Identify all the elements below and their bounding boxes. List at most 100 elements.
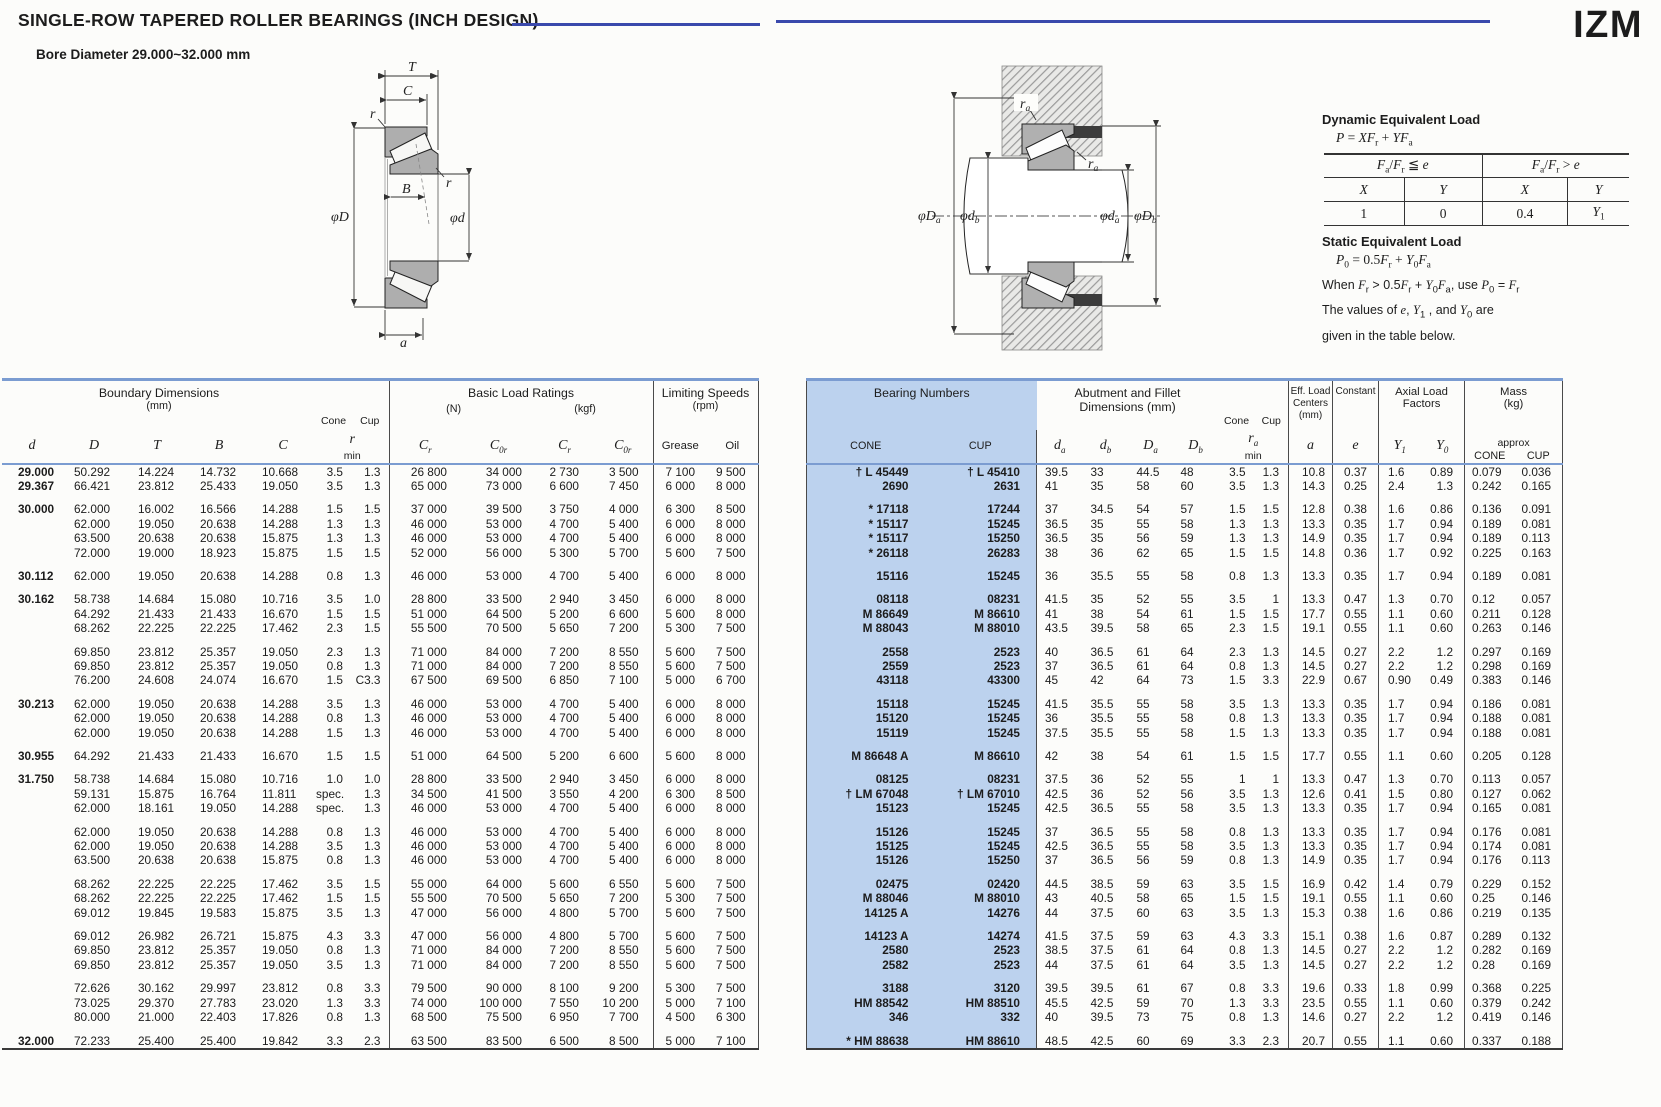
cell-cr-n: 67 500 <box>410 673 447 688</box>
col-header-grease: Grease <box>661 440 699 452</box>
cell-r-cone: 3.5 <box>326 464 343 479</box>
cell-ra-cone: 1.5 <box>1229 606 1246 621</box>
gap-cell <box>806 493 925 503</box>
gap-cell <box>707 763 759 773</box>
cell-B: 22.225 <box>200 621 237 636</box>
cell-mass-cup: 0.225 <box>1514 981 1564 996</box>
gap-cell <box>1037 688 1083 697</box>
cell-mass-cup: 0.081 <box>1514 711 1564 726</box>
cell-D: 62.000 <box>74 696 111 711</box>
cell-e: 0.41 <box>1332 786 1379 802</box>
cell-grease: 6 000 <box>665 711 696 726</box>
cell-cup-no: † L 45410 <box>924 463 1037 479</box>
gap-cell <box>593 763 654 773</box>
cell-oil: 7 500 <box>707 545 759 560</box>
gap-cell <box>316 868 351 877</box>
gap-cell <box>1255 688 1289 697</box>
cell-y0: 0.89 <box>1430 464 1454 479</box>
bearing-numbers-header: Bearing Numbers <box>806 379 1037 430</box>
xy-value: Y1 <box>1567 201 1629 227</box>
gap-cell <box>188 583 250 592</box>
cell-d <box>2 726 62 740</box>
gap-cell <box>1514 867 1564 877</box>
col-header-Da: Da <box>1143 437 1158 455</box>
cell-cor-n: 33 500 <box>485 772 522 787</box>
cell-d <box>2 787 62 801</box>
cell-ra-cup: 1.3 <box>1262 853 1280 868</box>
cell-Da: 61 <box>1136 658 1150 673</box>
xy-value: 1 <box>1324 201 1405 227</box>
gap-cell <box>1255 1025 1289 1034</box>
gap-cell <box>126 920 188 929</box>
gap-cell <box>653 740 707 749</box>
cell-cor-kgf: 5 700 <box>593 545 654 560</box>
cell-oil: 7 500 <box>707 981 759 996</box>
dim-label-r-top: r <box>370 107 376 122</box>
cell-T: 15.875 <box>138 786 175 801</box>
cell-cup-no: 14274 <box>924 929 1037 944</box>
cell-grease: 5 600 <box>665 658 696 673</box>
cell-r-cone: 3.5 <box>326 957 343 972</box>
cell-ra-cup: 3.3 <box>1262 929 1280 944</box>
cell-Db: 69 <box>1180 1033 1194 1048</box>
row-gap <box>806 559 1564 569</box>
cell-d: 30.112 <box>18 568 54 583</box>
gap-cell <box>1037 763 1083 772</box>
gap-cell <box>536 920 593 929</box>
cell-r-cup: 1.3 <box>351 463 390 479</box>
gap-cell <box>593 635 654 645</box>
cell-ra-cup: 1.3 <box>1262 957 1280 972</box>
cell-d: 29.000 <box>18 464 55 479</box>
cell-mass-cone: 0.176 <box>1464 824 1515 840</box>
cell-ra-cup: 1.3 <box>1262 725 1280 740</box>
cell-r-cone: spec. <box>316 786 345 801</box>
cell-cr-kgf: 6 600 <box>549 478 579 493</box>
cell-cr-n: 52 000 <box>410 545 447 560</box>
cell-mass-cup: 0.152 <box>1514 876 1564 892</box>
cell-C: 14.288 <box>262 725 299 740</box>
cell-cone-no: * 17118 <box>806 502 925 517</box>
cell-ra-cup: 1.3 <box>1262 516 1280 531</box>
cell-Db: 65 <box>1180 621 1194 636</box>
gap-cell <box>536 636 593 645</box>
cell-cone-no: † L 45449 <box>806 463 925 479</box>
cell-B: 21.433 <box>200 749 237 763</box>
cell-r-cup: 1.3 <box>351 658 390 674</box>
cell-B: 20.638 <box>200 516 237 531</box>
cell-grease: 5 000 <box>665 673 696 688</box>
cell-mass-cone: 0.188 <box>1464 725 1515 740</box>
cell-T: 19.050 <box>138 696 175 711</box>
cell-y1: 2.4 <box>1378 478 1421 494</box>
gap-cell <box>188 636 250 645</box>
gap-cell <box>1378 687 1421 697</box>
cell-a: 14.5 <box>1288 644 1333 659</box>
col-header-r: r <box>316 429 390 450</box>
dim-label-a: a <box>400 336 407 351</box>
cell-Db: 58 <box>1180 568 1194 583</box>
mass-approx-label: approx <box>1464 429 1564 450</box>
row-gap <box>806 920 1564 930</box>
cell-B: 15.080 <box>200 772 237 787</box>
cell-da: 37.5 <box>1045 725 1068 740</box>
gap-cell <box>461 493 536 502</box>
cell-D: 66.421 <box>74 478 111 493</box>
cell-T: 19.000 <box>138 545 175 560</box>
cell-D: 69.850 <box>74 658 111 673</box>
mass-cone-header: CONE <box>1464 449 1515 464</box>
cell-mass-cup: 0.036 <box>1514 463 1564 479</box>
cell-cor-kgf: 5 400 <box>593 824 654 840</box>
gap-cell <box>1378 867 1421 877</box>
cell-C: 14.288 <box>262 568 299 583</box>
gap-cell <box>1464 493 1515 503</box>
cell-db: 36 <box>1090 786 1104 801</box>
cell-cor-n: 53 000 <box>485 516 522 531</box>
gap-cell <box>1378 920 1421 930</box>
cell-grease: 7 100 <box>665 464 696 479</box>
cell-Da: 55 <box>1136 696 1150 711</box>
cell-T: 25.400 <box>138 1033 175 1048</box>
col-header-e: e <box>1332 429 1379 464</box>
gap-cell <box>1421 560 1465 569</box>
